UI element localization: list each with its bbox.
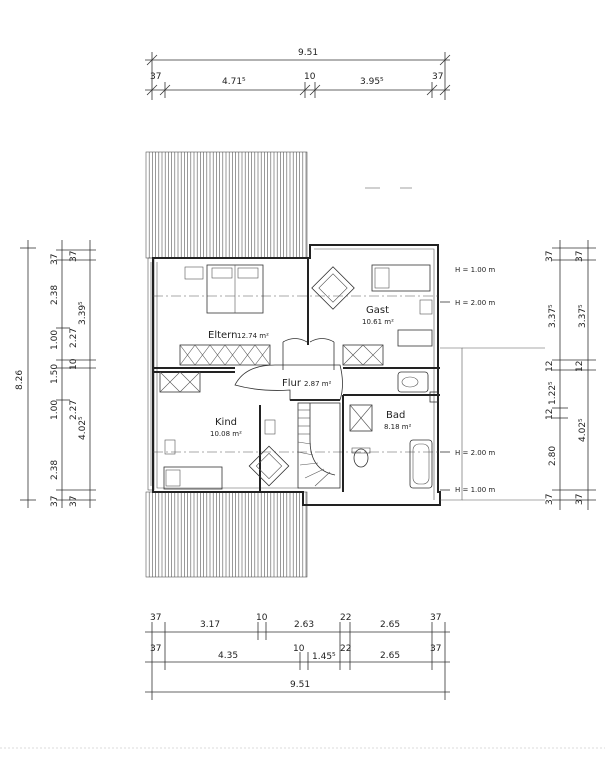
height-label-1: H = 1.00 m (455, 266, 495, 274)
top-dim-3: 10 (304, 72, 316, 82)
bottom-row1-dim-3: 10 (256, 613, 268, 623)
roof-hatching-bottom (145, 491, 308, 578)
room-flur-name: Flur (282, 378, 302, 389)
left-col2-dim-4: 10 (69, 358, 79, 370)
left-overall-dim: 8.26 (15, 370, 25, 390)
right-col2-dim-5: 37 (575, 494, 585, 505)
height-label-4: H = 1.00 m (455, 486, 495, 494)
room-bad-area: 8.18 m² (384, 423, 412, 431)
left-col2-dim-3: 2.27 (69, 328, 79, 348)
bottom-row1-dim-5: 22 (340, 613, 351, 623)
left-col1-dim-6: 2.38 (50, 460, 60, 480)
left-col1-dim-2: 2.38 (50, 285, 60, 305)
right-col1-dim-7: 37 (545, 494, 555, 505)
interior-walls (153, 258, 440, 492)
bottom-row2-dim-2: 4.35 (218, 651, 238, 661)
left-col1-dim-7: 37 (50, 496, 60, 507)
top-dim-2: 4.71⁵ (222, 77, 246, 87)
staircase (297, 402, 341, 489)
bottom-row2-dim-5: 22 (340, 644, 351, 654)
left-col1-dim-4: 1.50 (50, 364, 60, 384)
room-kind-area: 10.08 m² (210, 430, 242, 438)
left-col2-dim-2: 3.39⁵ (78, 301, 88, 325)
bottom-row2-dim-3: 10 (293, 644, 305, 654)
left-col1-dim-3: 1.00 (50, 330, 60, 350)
right-col2-dim-2: 3.37⁵ (578, 304, 588, 328)
room-gast-name: Gast (366, 305, 389, 316)
roof-hatching-top (145, 151, 308, 259)
left-col2-dim-5: 2.27 (69, 400, 79, 420)
right-col1-dim-2: 3.37⁵ (548, 304, 558, 328)
flur-corridor (234, 338, 343, 401)
height-label-3: H = 2.00 m (455, 449, 495, 457)
left-col1-dim-1: 37 (50, 254, 60, 265)
bottom-dimension-lines: 37 3.17 10 2.63 22 2.65 37 37 4.35 10 1.… (145, 613, 450, 700)
room-eltern-area: 12.74 m² (237, 332, 269, 340)
right-extension-lines (440, 347, 545, 501)
top-dim-5: 37 (432, 72, 443, 82)
bathroom-fixtures (349, 371, 439, 489)
right-col2-dim-3: 12 (575, 361, 585, 372)
right-dimension-lines: 37 3.37⁵ 12 1.22⁵ 12 2.80 37 37 3.37⁵ 12… (545, 240, 596, 510)
room-flur-area: 2.87 m² (304, 380, 332, 388)
bottom-row2-dim-1: 37 (150, 644, 161, 654)
right-col1-dim-1: 37 (545, 251, 555, 262)
height-label-2: H = 2.00 m (455, 299, 495, 307)
top-dimension-lines: 9.51 37 4.71⁵ 10 3.95⁵ 37 (145, 48, 451, 100)
furniture (163, 264, 433, 490)
left-dimension-lines: 8.26 37 2.38 1.00 1.50 1.00 2.38 37 37 3… (15, 240, 96, 508)
bottom-row2-dim-4: 1.45⁵ (312, 652, 336, 662)
room-eltern-name: Eltern (208, 330, 237, 341)
bottom-row1-dim-2: 3.17 (200, 620, 220, 630)
bottom-row1-dim-7: 37 (430, 613, 441, 623)
height-markers: H = 1.00 m H = 2.00 m H = 2.00 m H = 1.0… (440, 266, 495, 494)
room-gast-area: 10.61 m² (362, 318, 394, 326)
outer-walls (152, 244, 441, 506)
right-col1-dim-6: 2.80 (548, 446, 558, 466)
left-col2-dim-6: 4.02⁵ (78, 416, 88, 440)
right-col2-dim-1: 37 (575, 251, 585, 262)
right-col1-dim-3: 12 (545, 361, 555, 372)
right-col1-dim-4: 1.22⁵ (548, 381, 558, 405)
wardrobes (159, 344, 384, 393)
room-labels: Eltern 12.74 m² Gast 10.61 m² Flur 2.87 … (208, 305, 412, 438)
bottom-row2-dim-6: 2.65 (380, 651, 400, 661)
bottom-row1-dim-1: 37 (150, 613, 161, 623)
top-dim-1: 37 (150, 72, 161, 82)
right-col2-dim-4: 4.02⁵ (578, 418, 588, 442)
room-bad-name: Bad (386, 410, 405, 421)
bottom-row1-dim-6: 2.65 (380, 620, 400, 630)
bottom-row2-dim-7: 37 (430, 644, 441, 654)
room-kind-name: Kind (215, 417, 237, 428)
scan-artifacts (0, 187, 605, 749)
bottom-row1-dim-4: 2.63 (294, 620, 314, 630)
top-dim-4: 3.95⁵ (360, 77, 384, 87)
bottom-overall-dim: 9.51 (290, 680, 310, 690)
right-col1-dim-5: 12 (545, 409, 555, 420)
top-overall-dim: 9.51 (298, 48, 318, 58)
left-col2-dim-1: 37 (69, 251, 79, 262)
left-col1-dim-5: 1.00 (50, 400, 60, 420)
left-col2-dim-7: 37 (69, 496, 79, 507)
